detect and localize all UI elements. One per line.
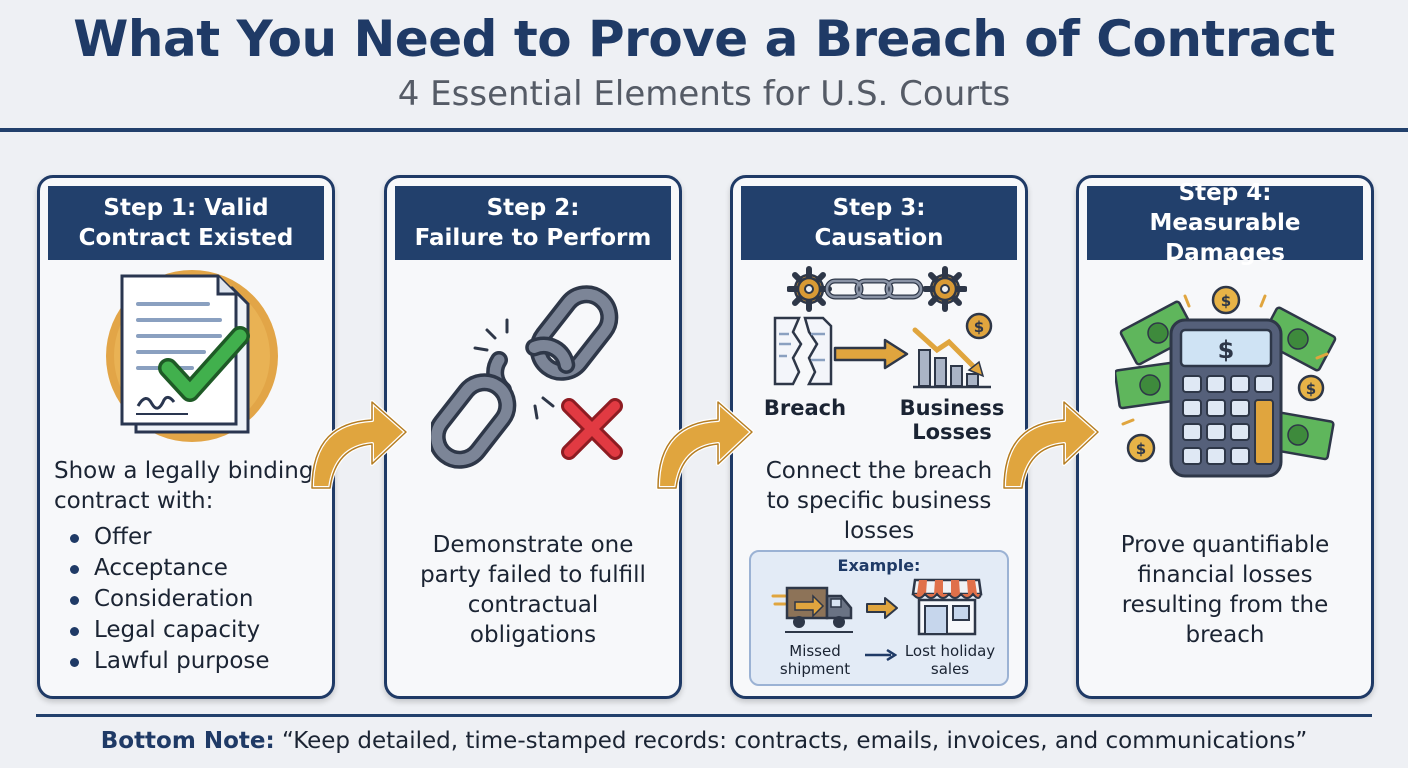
step-2-title-line1: Step 2: [486, 195, 580, 221]
list-item: Acceptance [68, 553, 270, 584]
example-effect-line1: Lost holiday [904, 642, 996, 660]
example-title: Example: [837, 556, 921, 575]
list-item: Lawful purpose [68, 646, 270, 677]
step-4-desc-line4: breach [1185, 622, 1265, 648]
header-divider [0, 128, 1408, 132]
step-2-desc-line3: contractual [467, 592, 599, 618]
list-item: Offer [68, 522, 270, 553]
step-3-description: Connect the breach to specific business … [743, 456, 1015, 546]
step-1-requirements-list: Offer Acceptance Consideration Legal cap… [68, 522, 270, 677]
step-4-card: Step 4: Measurable Damages $ [1076, 175, 1374, 699]
example-cause-line2: shipment [779, 660, 851, 678]
step-3-title-line1: Step 3: [832, 195, 926, 221]
delivery-truck-icon [771, 586, 853, 633]
list-item: Legal capacity [68, 615, 270, 646]
step-2-desc-line2: party failed to fulfill [420, 562, 646, 588]
step-4-title-line2: Measurable Damages [1149, 210, 1301, 266]
step-4-desc-line2: financial losses [1137, 562, 1313, 588]
page-subtitle: 4 Essential Elements for U.S. Courts [397, 74, 1011, 114]
step-4-title-line1: Step 4: [1178, 180, 1272, 206]
business-losses-line2: Losses [912, 420, 992, 444]
step-4-desc-line1: Prove quantifiable [1120, 532, 1330, 558]
broken-chain-icon [431, 285, 623, 469]
svg-text:$: $ [1306, 380, 1316, 398]
page-title: What You Need to Prove a Breach of Contr… [73, 10, 1335, 68]
storefront-icon [911, 578, 983, 636]
step-1-description: Show a legally binding contract with: [54, 456, 322, 516]
step-1-desc-line1: Show a legally binding [54, 458, 314, 484]
example-cause-line1: Missed [789, 642, 841, 660]
arrow-right-icon [866, 597, 898, 619]
torn-document-icon [773, 316, 833, 386]
bottom-note-label: Bottom Note: [100, 728, 275, 754]
step-2-desc-line1: Demonstrate one [432, 532, 634, 558]
step-3-card: Step 3: Causation [730, 175, 1028, 699]
flow-arrow-icon [310, 400, 408, 490]
step-3-desc-line3: losses [843, 518, 915, 544]
declining-chart-icon: $ [912, 312, 993, 389]
example-effect-line2: sales [930, 660, 970, 678]
flow-arrow-icon [1002, 400, 1100, 490]
step-1-desc-line2: contract with: [54, 488, 214, 514]
svg-text:$: $ [1221, 292, 1231, 310]
step-3-desc-line1: Connect the breach [765, 458, 993, 484]
example-effect: Lost holiday sales [897, 642, 1003, 678]
calculator-money-icon: $ $ $ $ [1115, 285, 1337, 478]
step-4-header: Step 4: Measurable Damages [1087, 180, 1363, 266]
breach-label: Breach [763, 396, 847, 420]
bottom-note-text: “Keep detailed, time-stamped records: co… [281, 728, 1308, 754]
step-3-title-line2: Causation [814, 225, 944, 251]
step-2-card: Step 2: Failure to Perform Demo [384, 175, 682, 699]
step-3-header: Step 3: Causation [741, 186, 1017, 260]
step-1-title-line2: Contract Existed [78, 225, 294, 251]
calculator-display: $ [1218, 336, 1235, 364]
bottom-note: Bottom Note: “Keep detailed, time-stampe… [0, 728, 1408, 754]
step-1-title-line1: Step 1: Valid [103, 195, 269, 221]
signed-contract-checkmark-icon [106, 270, 278, 442]
example-box: Example: Missed shipment [749, 550, 1009, 686]
business-losses-line1: Business [899, 396, 1005, 420]
svg-text:$: $ [1136, 440, 1146, 458]
step-4-desc-line3: resulting from the [1121, 592, 1329, 618]
gears-chain-icon [787, 266, 967, 312]
footer-divider [36, 714, 1372, 717]
example-cause: Missed shipment [765, 642, 865, 678]
flow-arrow-icon [656, 400, 754, 490]
list-item: Consideration [68, 584, 270, 615]
step-3-desc-line2: to specific business [766, 488, 992, 514]
step-1-card: Step 1: Valid Contract Existed Show a le… [37, 175, 335, 699]
step-2-title-line2: Failure to Perform [414, 225, 652, 251]
step-1-header: Step 1: Valid Contract Existed [48, 186, 324, 260]
step-2-desc-line4: obligations [469, 622, 597, 648]
step-4-description: Prove quantifiable financial losses resu… [1089, 530, 1361, 650]
arrow-right-icon [833, 338, 909, 370]
business-losses-label: Business Losses [893, 396, 1011, 444]
svg-text:$: $ [974, 318, 984, 336]
long-arrow-icon [865, 648, 897, 662]
step-2-description: Demonstrate one party failed to fulfill … [397, 530, 669, 650]
step-2-header: Step 2: Failure to Perform [395, 186, 671, 260]
